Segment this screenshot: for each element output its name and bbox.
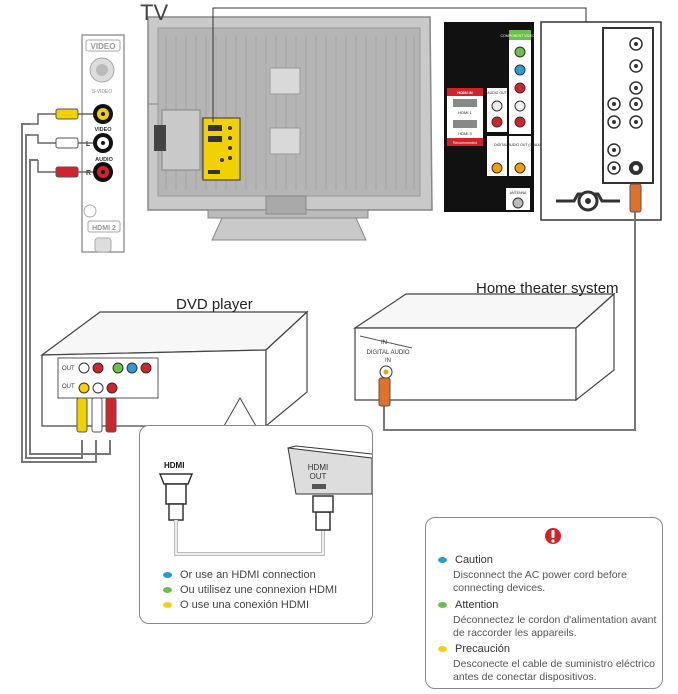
- side-video-label: VIDEO: [94, 127, 112, 133]
- side-audio-l-plug: [55, 137, 79, 149]
- tv-back-right-zoom: [540, 21, 662, 221]
- caution-title-fr: Attention: [455, 599, 499, 611]
- caution-text-fr: Déconnectez le cordon d'alimentation ava…: [453, 614, 657, 639]
- caution-title-en: Caution: [455, 554, 493, 566]
- hdmi-detail-box: HDMI HDMI OUT: [139, 425, 373, 624]
- side-audio-l-letter: L: [86, 141, 91, 148]
- hdmi-note-en-text: Or use an HDMI connection: [180, 569, 316, 581]
- dvd-title: DVD player: [176, 296, 253, 313]
- caution-item-en: Caution: [438, 554, 493, 566]
- side-video-jack: [93, 104, 113, 124]
- hdmi-notes: Or use an HDMI connection Ou utilisez un…: [163, 568, 337, 613]
- side-audio-r-plug: [55, 166, 79, 178]
- ht-coax-plug: [378, 377, 391, 407]
- dvd-rca-plugs: [76, 397, 117, 433]
- ht-in2-label: IN: [385, 358, 391, 364]
- caution-box: Caution Disconnect the AC power cord bef…: [425, 517, 663, 689]
- exclamation-icon: [545, 528, 561, 544]
- caution-text-en: Disconnect the AC power cord before conn…: [453, 569, 627, 594]
- side-audio-r-letter: R: [86, 170, 91, 177]
- dvd-out1-label: OUT: [62, 366, 75, 372]
- back-hdmi3-label: HDMI 3: [458, 131, 472, 136]
- caution-item-fr: Attention: [438, 599, 498, 611]
- caution-item-es: Precaución: [438, 643, 510, 655]
- dvd-out2-label: OUT: [62, 384, 75, 390]
- back-hdmi1-label: HDMI 1: [458, 110, 472, 115]
- hdmi-logo: HDMI: [164, 461, 184, 470]
- side-hdmi2-label: HDMI 2: [92, 225, 116, 232]
- blue-dot-icon: [438, 557, 447, 564]
- side-video-plug: [55, 108, 79, 120]
- hdmi-out-label-1: HDMI: [308, 463, 328, 472]
- back-digital-audio-label: DIGITAL AUDIO OUT (COAXIAL): [494, 143, 546, 147]
- hdmi-note-fr-text: Ou utilisez une connexion HDMI: [180, 584, 338, 596]
- home-theater: IN DIGITAL AUDIO IN: [353, 292, 616, 402]
- hdmi-note-en: Or use an HDMI connection: [163, 568, 337, 583]
- hdmi-cable-illustration: HDMI HDMI OUT: [158, 445, 372, 556]
- hdmi-note-es: O use una conexión HDMI: [163, 598, 337, 613]
- back-hdmi-in-label: HDMI IN: [457, 90, 472, 95]
- yellow-dot-icon: [163, 602, 172, 609]
- side-cable-audio-l: [25, 134, 83, 459]
- back-audio-out-label: AUDIO OUT: [487, 91, 507, 95]
- side-audio-r-jack: [93, 162, 113, 182]
- caution-title-es: Precaución: [455, 643, 511, 655]
- caution-text-es: Desconecte el cable de suministro eléctr…: [453, 658, 655, 683]
- side-audio-label: AUDIO: [95, 157, 113, 163]
- hdmi-note-fr: Ou utilisez une connexion HDMI: [163, 583, 337, 598]
- tv-side-panel: VIDEO S-VIDEO VIDEO L AUDIO R HDMI 2: [81, 34, 125, 253]
- ht-in-label: IN: [381, 340, 387, 346]
- back-antenna-label: ANTENNA: [510, 191, 527, 195]
- back-recommended-label: Recommended: [453, 141, 477, 145]
- hdmi-note-es-text: O use una conexión HDMI: [180, 599, 310, 611]
- home-theater-title: Home theater system: [476, 280, 619, 297]
- tv-title: TV: [140, 0, 169, 25]
- tv-back-panel-zoom: HDMI IN HDMI 1 HDMI 3 Recommended AUDIO …: [444, 22, 546, 212]
- green-dot-icon: [438, 602, 447, 609]
- ht-digital-audio-label: DIGITAL AUDIO: [366, 350, 409, 356]
- yellow-dot-icon: [438, 646, 447, 653]
- side-svideo-label: S-VIDEO: [92, 89, 113, 95]
- hdmi-out-label-2: OUT: [310, 472, 327, 481]
- side-audio-l-jack: [93, 133, 113, 153]
- coax-cable: [383, 212, 636, 431]
- tv-zoom-leader: [212, 7, 587, 122]
- side-video-header: VIDEO: [91, 42, 116, 51]
- tv-coax-plug: [629, 183, 642, 213]
- blue-dot-icon: [163, 572, 172, 579]
- green-dot-icon: [163, 587, 172, 594]
- tv-body: [147, 16, 433, 241]
- side-cable-audio-r: [29, 159, 111, 455]
- back-component-label: COMPONENT VIDEO IN: [500, 34, 539, 38]
